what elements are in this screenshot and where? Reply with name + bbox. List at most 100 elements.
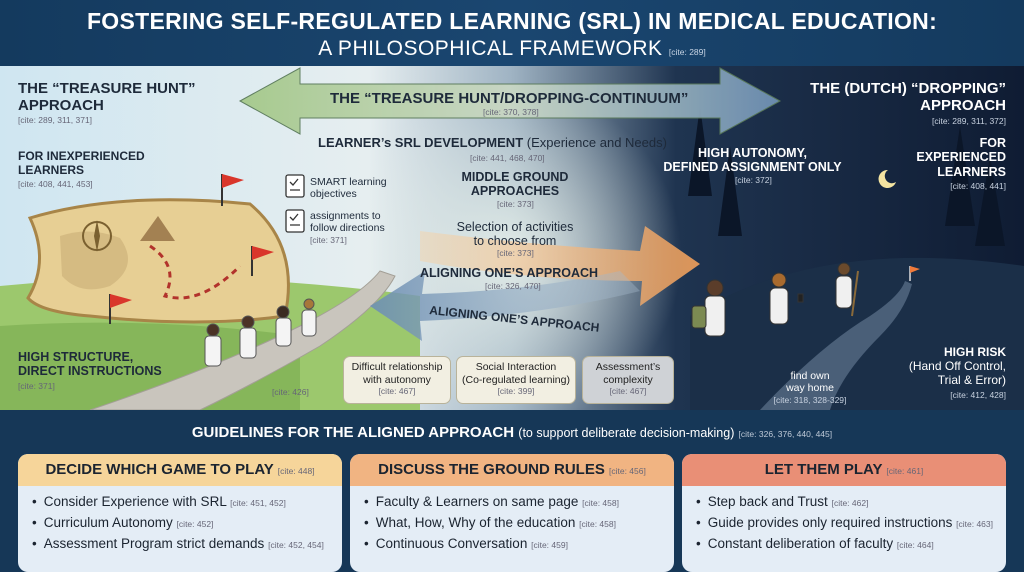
- box-assessment-line1: Assessment’s: [595, 361, 661, 373]
- item-cite: [cite: 458]: [579, 519, 616, 529]
- path-cite: [cite: 426]: [272, 387, 309, 397]
- phone-icon: [797, 293, 804, 303]
- list-item: Constant deliberation of faculty [cite: …: [696, 536, 1006, 551]
- box-social-line2: (Co-regulated learning): [462, 373, 570, 386]
- experienced-line3: LEARNERS: [937, 164, 1006, 179]
- title-line-2: A PHILOSOPHICAL FRAMEWORK [cite: 289]: [0, 37, 1024, 61]
- right-heading-line1: THE (DUTCH) “DROPPING”: [810, 80, 1006, 97]
- box-assessment: Assessment’s complexity [cite: 467]: [582, 356, 674, 404]
- structure-cite: [cite: 371]: [18, 381, 55, 391]
- left-heading: THE “TREASURE HUNT” APPROACH: [18, 80, 196, 115]
- card-ground-rules: DISCUSS THE GROUND RULES [cite: 456] Fac…: [350, 454, 674, 572]
- box-assessment-cite: [cite: 467]: [609, 386, 647, 397]
- flag-icon: [109, 174, 274, 324]
- aligning-arrow-right: [420, 226, 700, 306]
- autonomy-line2: DEFINED ASSIGNMENT ONLY: [663, 160, 842, 175]
- risk-line3: Trial & Error): [937, 372, 1006, 387]
- middle-ground: MIDDLE GROUND APPROACHES: [450, 170, 580, 199]
- risk-line2: (Hand Off Control,: [908, 358, 1006, 373]
- list-item: Curriculum Autonomy [cite: 452]: [32, 515, 342, 530]
- box-autonomy: Difficult relationship with autonomy [ci…: [343, 356, 451, 404]
- assignments-label: assignments to follow directions: [310, 210, 385, 234]
- list-item: What, How, Why of the education [cite: 4…: [364, 515, 674, 530]
- list-item: Faculty & Learners on same page [cite: 4…: [364, 494, 674, 509]
- item-text: Step back and Trust: [707, 494, 828, 509]
- card-decide-header: DECIDE WHICH GAME TO PLAY [cite: 448]: [18, 454, 342, 486]
- item-text: What, How, Why of the education: [375, 515, 576, 530]
- item-cite: [cite: 459]: [531, 540, 568, 550]
- guidelines-cite: [cite: 326, 376, 440, 445]: [738, 429, 833, 439]
- card-play-title: LET THEM PLAY: [764, 461, 883, 478]
- experienced-line1: FOR: [979, 136, 1006, 150]
- box-social-cite: [cite: 399]: [497, 386, 535, 397]
- assignments-line2: follow directions: [310, 222, 385, 235]
- item-cite: [cite: 452, 454]: [268, 540, 324, 550]
- inexperienced-line2: LEARNERS: [18, 162, 85, 177]
- card-play-cite: [cite: 461]: [886, 466, 924, 476]
- checklist-icon: [285, 174, 305, 233]
- experienced-label: FOR EXPERIENCED LEARNERS: [900, 136, 1006, 179]
- list-item: Consider Experience with SRL [cite: 451,…: [32, 494, 342, 509]
- autonomy-cite: [cite: 372]: [735, 175, 772, 185]
- learners-left: [204, 298, 317, 367]
- selection-activities: Selection of activities to choose from: [440, 220, 590, 249]
- aligning-upper-cite: [cite: 326, 470]: [485, 281, 541, 291]
- treasure-map-icon: [26, 198, 290, 324]
- structure-line1: HIGH STRUCTURE,: [18, 350, 134, 364]
- guidelines-subtitle: (to support deliberate decision-making): [518, 426, 735, 440]
- selection-cite: [cite: 373]: [497, 248, 534, 258]
- continuum-label: THE “TREASURE HUNT/DROPPING-CONTINUUM”: [330, 90, 689, 107]
- title-bar: FOSTERING SELF-REGULATED LEARNING (SRL) …: [0, 0, 1024, 66]
- right-heading-line2: APPROACH: [920, 97, 1006, 115]
- srl-development: LEARNER’s SRL DEVELOPMENT (Experience an…: [318, 135, 667, 151]
- experienced-cite: [cite: 408, 441]: [950, 181, 1006, 191]
- item-text: Constant deliberation of faculty: [707, 536, 894, 551]
- experienced-line2: EXPERIENCED: [916, 150, 1006, 165]
- inexperienced-label: FOR INEXPERIENCED LEARNERS: [18, 149, 145, 178]
- box-autonomy-line2: with autonomy: [363, 373, 431, 386]
- item-text: Faculty & Learners on same page: [375, 494, 579, 509]
- card-play-header: LET THEM PLAY [cite: 461]: [682, 454, 1006, 486]
- left-heading-line2: APPROACH: [18, 97, 104, 115]
- structure-label: HIGH STRUCTURE, DIRECT INSTRUCTIONS: [18, 350, 162, 379]
- card-rules-header: DISCUSS THE GROUND RULES [cite: 456]: [350, 454, 674, 486]
- box-autonomy-line1: Difficult relationship: [351, 361, 443, 373]
- item-text: Consider Experience with SRL: [43, 494, 227, 509]
- item-text: Guide provides only required instruction…: [707, 515, 953, 530]
- assignments-cite: [cite: 371]: [310, 235, 347, 245]
- srl-subtitle: (Experience and Needs): [526, 135, 667, 150]
- box-assessment-line2: complexity: [603, 373, 653, 386]
- list-item: Assessment Program strict demands [cite:…: [32, 536, 342, 551]
- smart-label: SMART learning objectives: [310, 176, 387, 201]
- middle-line2: APPROACHES: [470, 184, 560, 199]
- continuum-cite: [cite: 370, 378]: [483, 107, 539, 117]
- list-item: Continuous Conversation [cite: 459]: [364, 536, 674, 551]
- right-heading: THE (DUTCH) “DROPPING” APPROACH: [790, 80, 1006, 115]
- framework-scene: THE “TREASURE HUNT/DROPPING-CONTINUUM” […: [0, 66, 1024, 410]
- item-cite: [cite: 463]: [956, 519, 993, 529]
- risk-cite: [cite: 412, 428]: [950, 390, 1006, 400]
- item-cite: [cite: 452]: [176, 519, 214, 529]
- scene-illustration: [0, 66, 1024, 410]
- inexperienced-line1: FOR INEXPERIENCED: [18, 149, 145, 163]
- card-decide-title: DECIDE WHICH GAME TO PLAY: [45, 461, 274, 478]
- aligning-arrow-left: [370, 271, 640, 341]
- box-social-line1: Social Interaction: [475, 361, 557, 373]
- middle-cite: [cite: 373]: [497, 199, 534, 209]
- inexperienced-cite: [cite: 408, 441, 453]: [18, 179, 93, 189]
- aligning-upper: ALIGNING ONE’S APPROACH: [420, 266, 599, 280]
- title-line-1: FOSTERING SELF-REGULATED LEARNING (SRL) …: [86, 8, 938, 34]
- assignments-line1: assignments to: [310, 210, 381, 222]
- card-rules-title: DISCUSS THE GROUND RULES: [378, 461, 605, 478]
- list-item: Step back and Trust [cite: 462]: [696, 494, 1006, 509]
- card-let-them-play: LET THEM PLAY [cite: 461] Step back and …: [682, 454, 1006, 572]
- selection-line2: to choose from: [473, 234, 557, 249]
- left-heading-line1: THE “TREASURE HUNT”: [18, 80, 196, 97]
- guidelines-section: GUIDELINES FOR THE ALIGNED APPROACH (to …: [0, 410, 1024, 572]
- title-line-2-text: A PHILOSOPHICAL FRAMEWORK: [318, 37, 663, 60]
- item-cite: [cite: 451, 452]: [230, 498, 286, 508]
- home-cite: [cite: 318, 328-329]: [773, 395, 847, 405]
- card-decide-cite: [cite: 448]: [277, 466, 315, 476]
- left-heading-cite: [cite: 289, 311, 371]: [18, 115, 93, 125]
- autonomy-line1: HIGH AUTONOMY,: [697, 146, 808, 160]
